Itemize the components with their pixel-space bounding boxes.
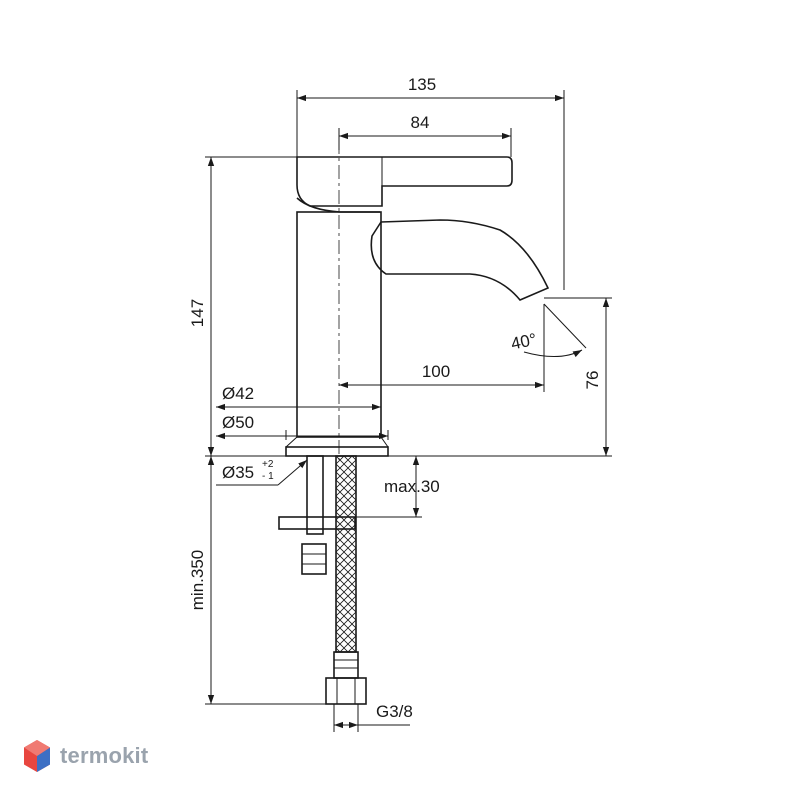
flexible-hose bbox=[335, 455, 357, 653]
handle-cap bbox=[296, 197, 380, 213]
dim-label-135: 135 bbox=[408, 75, 436, 94]
dim-tolerance-plus: +2 bbox=[262, 459, 274, 470]
hose-ferrule bbox=[333, 651, 359, 679]
handle-lever bbox=[296, 156, 513, 207]
leader-d35 bbox=[277, 459, 308, 486]
fixing-nut bbox=[301, 543, 327, 575]
termokit-logo: termokit bbox=[22, 736, 148, 776]
logo-text: termokit bbox=[60, 743, 149, 768]
dim-label-max30: max.30 bbox=[384, 477, 440, 496]
faucet-base bbox=[285, 446, 389, 457]
dim-label-40deg: 40° bbox=[509, 330, 538, 354]
dimension-lines bbox=[205, 90, 612, 732]
spout bbox=[370, 219, 550, 301]
faucet-outline bbox=[278, 156, 550, 705]
dim-label-147: 147 bbox=[188, 299, 207, 327]
dim-label-100: 100 bbox=[422, 362, 450, 381]
mounting-stud bbox=[306, 455, 324, 535]
dim-label-d35: Ø35 bbox=[222, 463, 254, 482]
dim-label-min350: min.350 bbox=[188, 550, 207, 610]
dim-arc-40deg bbox=[523, 349, 583, 358]
dim-label-84: 84 bbox=[411, 113, 430, 132]
dim-tolerance-minus: - 1 bbox=[262, 471, 274, 482]
dim-label-76: 76 bbox=[583, 371, 602, 390]
hexagon-logo-icon bbox=[24, 740, 50, 772]
dim-label-d50: Ø50 bbox=[222, 413, 254, 432]
dim-label-g38: G3/8 bbox=[376, 702, 413, 721]
dim-label-d42: Ø42 bbox=[222, 384, 254, 403]
hose-connector-nut bbox=[325, 677, 367, 705]
